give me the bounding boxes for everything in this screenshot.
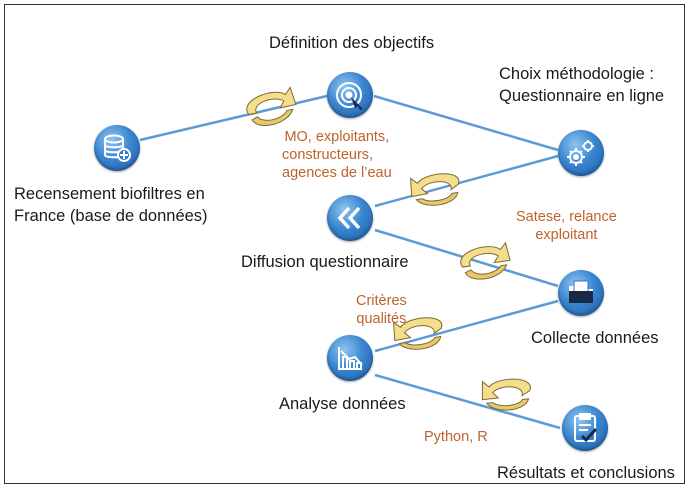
recensement-line1: Recensement biofiltres en	[14, 185, 205, 203]
acteurs-line1: MO, exploitants,	[284, 129, 390, 145]
collecte-label: Collecte données	[531, 329, 659, 347]
acteurs-note: MO, exploitants, constructeurs, agences …	[282, 128, 392, 182]
collecte-node	[558, 270, 604, 316]
criteres-line2: qualités	[356, 311, 407, 327]
satese-line1: Satese, relance	[516, 209, 617, 225]
bar-chart-icon	[338, 347, 363, 370]
database-icon	[104, 134, 131, 162]
diffusion-node	[327, 195, 373, 241]
loop-arrow-2	[410, 173, 460, 206]
objectifs-node	[327, 72, 373, 118]
recensement-label: Recensement biofiltres en France (base d…	[14, 183, 208, 227]
gears-icon	[567, 140, 594, 166]
methodologie-line2: Questionnaire en ligne	[499, 87, 665, 105]
resultats-node	[562, 405, 608, 451]
acteurs-line3: agences de l’eau	[282, 165, 392, 181]
methodologie-line1: Choix méthodologie :	[499, 65, 655, 83]
criteres-line1: Critères	[356, 293, 407, 309]
outils-note: Python, R	[424, 429, 488, 445]
resultats-label: Résultats et conclusions	[497, 464, 675, 482]
analyse-label: Analyse données	[279, 395, 406, 413]
link-methodologie-diffusion	[374, 154, 559, 208]
criteres-note: Critères qualités	[356, 292, 407, 328]
loop-arrow-5	[481, 378, 531, 411]
diffusion-label: Diffusion questionnaire	[241, 253, 409, 271]
loop-arrow-4	[393, 317, 443, 350]
satese-line2: exploitant	[535, 227, 598, 243]
objectifs-label: Définition des objectifs	[269, 34, 435, 52]
loop-arrow-1	[246, 86, 297, 126]
methodologie-label: Choix méthodologie : Questionnaire en li…	[499, 63, 664, 107]
recensement-node	[94, 125, 140, 171]
link-objectifs-methodologie	[373, 94, 559, 152]
acteurs-line2: constructeurs,	[282, 147, 374, 163]
recensement-line2: France (base de données)	[14, 207, 208, 225]
folder-icon	[569, 280, 593, 303]
double-chevron-left-icon	[337, 206, 361, 230]
loop-arrow-3	[460, 241, 511, 280]
analyse-node	[327, 335, 373, 381]
target-icon	[336, 82, 363, 110]
methodologie-node	[558, 130, 604, 176]
link-analyse-resultats	[374, 373, 561, 430]
satese-note: Satese, relance exploitant	[516, 208, 617, 244]
clipboard-check-icon	[574, 413, 598, 443]
